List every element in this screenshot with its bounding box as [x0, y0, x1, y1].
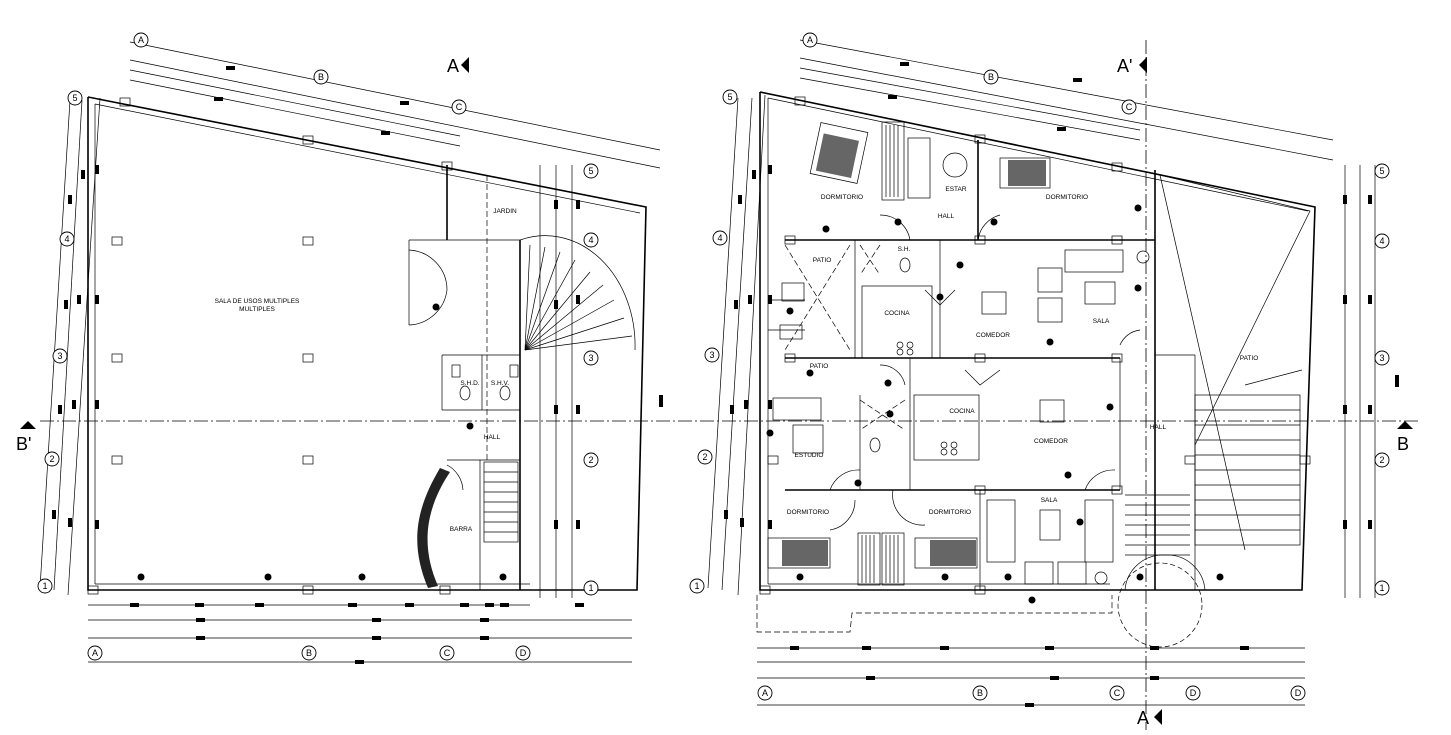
svg-text:2: 2 — [588, 455, 593, 465]
svg-text:4: 4 — [1379, 236, 1384, 246]
room-label-sala-1: SALA — [1093, 318, 1110, 325]
section-mark-a-top-right: A' — [1117, 56, 1132, 76]
svg-text:1: 1 — [1379, 583, 1384, 593]
svg-text:A: A — [92, 648, 98, 658]
room-label-shv: S.H.V. — [491, 380, 509, 387]
svg-text:A: A — [138, 35, 144, 45]
room-label-comedor-1: COMEDOR — [976, 332, 1010, 339]
section-mark-a-bottom: A — [1137, 708, 1149, 728]
room-label-cocina-2: COCINA — [949, 408, 975, 415]
room-label-dormitorio-1: DORMITORIO — [821, 194, 863, 201]
right-floor-plan: DORMITORIO ESTAR DORMITORIO HALL S.H. PA… — [689, 32, 1399, 707]
svg-text:2: 2 — [49, 454, 54, 464]
svg-text:C: C — [1126, 102, 1133, 112]
section-mark-a-top-left: A — [447, 56, 459, 76]
room-label-sh: S.H. — [898, 246, 911, 253]
svg-text:C: C — [444, 648, 451, 658]
svg-text:A: A — [762, 688, 768, 698]
room-label-estar: ESTAR — [945, 186, 966, 193]
svg-text:4: 4 — [717, 233, 722, 243]
room-label-comedor-2: COMEDOR — [1034, 438, 1068, 445]
svg-text:MULTIPLES: MULTIPLES — [239, 306, 275, 313]
svg-text:3: 3 — [709, 350, 714, 360]
room-label-shd: S.H.D. — [460, 380, 479, 387]
right-outer-wall — [759, 91, 1316, 591]
room-label-sala-2: SALA — [1041, 497, 1058, 504]
room-label-patio-2: PATIO — [810, 363, 829, 370]
svg-text:B: B — [988, 72, 994, 82]
room-label-barra: BARRA — [450, 526, 473, 533]
svg-text:B: B — [977, 688, 983, 698]
right-axis-bubbles: A B C D D A B C 1 2 3 4 5 1 2 3 4 5 — [689, 32, 1390, 701]
svg-text:1: 1 — [588, 583, 593, 593]
room-label-hall-left: HALL — [484, 434, 501, 441]
svg-text:D: D — [520, 648, 527, 658]
room-label-dormitorio-2: DORMITORIO — [1046, 194, 1088, 201]
left-axis-bubbles: A B C D A B C 1 2 3 4 5 1 2 3 4 5 — [37, 32, 599, 661]
room-label-hall-1: HALL — [938, 213, 955, 220]
room-label-hall-2: HALL — [1150, 424, 1167, 431]
svg-text:A: A — [807, 35, 813, 45]
svg-text:2: 2 — [702, 452, 707, 462]
svg-text:D: D — [1295, 688, 1302, 698]
svg-text:B: B — [306, 648, 312, 658]
room-label-jardin: JARDIN — [493, 208, 517, 215]
svg-text:D: D — [1190, 688, 1197, 698]
svg-text:3: 3 — [57, 351, 62, 361]
svg-text:5: 5 — [727, 92, 732, 102]
room-label-sala-usos-multiples: SALA DE USOS MULTIPLES — [215, 298, 300, 305]
room-label-patio-3: PATIO — [1240, 355, 1259, 362]
left-outer-wall — [87, 96, 647, 591]
svg-text:5: 5 — [588, 166, 593, 176]
svg-text:2: 2 — [1379, 455, 1384, 465]
svg-text:3: 3 — [588, 353, 593, 363]
section-mark-b-left: B' — [16, 434, 31, 454]
svg-text:B: B — [318, 72, 324, 82]
room-label-cocina-1: COCINA — [884, 310, 910, 317]
svg-text:3: 3 — [1379, 353, 1384, 363]
svg-text:5: 5 — [1379, 166, 1384, 176]
room-label-estudio: ESTUDIO — [795, 452, 824, 459]
svg-text:1: 1 — [694, 581, 699, 591]
room-label-patio-1: PATIO — [813, 257, 832, 264]
svg-text:C: C — [1114, 688, 1121, 698]
bar-counter — [417, 468, 450, 588]
svg-text:4: 4 — [64, 234, 69, 244]
svg-text:C: C — [456, 102, 463, 112]
room-label-dormitorio-3: DORMITORIO — [787, 509, 829, 516]
svg-text:5: 5 — [72, 93, 77, 103]
svg-text:4: 4 — [588, 235, 593, 245]
left-floor-plan: SALA DE USOS MULTIPLES MULTIPLES JARDIN … — [37, 32, 663, 664]
section-markers: A A' A B' B — [16, 56, 1413, 728]
section-mark-b-right: B — [1397, 434, 1409, 454]
svg-text:1: 1 — [42, 581, 47, 591]
room-label-dormitorio-4: DORMITORIO — [929, 509, 971, 516]
